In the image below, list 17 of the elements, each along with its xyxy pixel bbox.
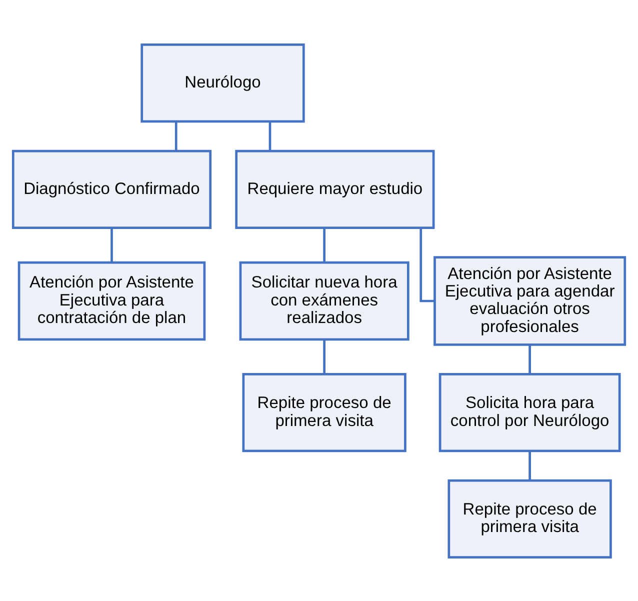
connector <box>174 121 178 150</box>
node-box: Repite proceso de primera visita <box>448 478 612 558</box>
node-box: Repite proceso de primera visita <box>242 372 406 452</box>
connector <box>420 227 435 302</box>
connector <box>110 227 113 262</box>
node-box: Solicitar nueva hora con exámenes realizados <box>239 260 410 340</box>
connector <box>323 227 326 262</box>
node-box: Neurólogo <box>140 43 305 122</box>
node-box: Atención por Asistente Ejecutiva para contratación de plan <box>18 260 206 340</box>
node-box: Diagnóstico Confirmado <box>12 149 212 228</box>
connector <box>323 338 326 374</box>
node-box: Requiere mayor estudio <box>235 149 435 228</box>
connector <box>268 121 272 150</box>
node-box: Solicita hora para control por Neurólogo <box>438 372 621 452</box>
connector <box>528 344 531 374</box>
node-box: Atención por Asistente Ejecutiva para agendar evaluación otros profesionales <box>434 256 626 346</box>
connector <box>528 450 531 480</box>
